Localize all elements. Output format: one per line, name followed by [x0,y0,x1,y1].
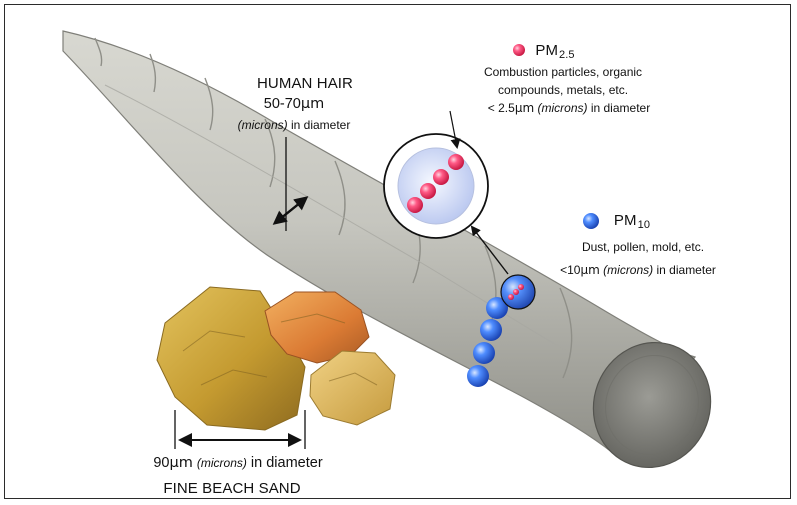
diagram-arrows [174,110,509,449]
pm25-size-line: < 2.5µm (microns) in diameter [488,102,650,114]
sand-size-value: 90 [153,455,170,471]
human-hair-title: HUMAN HAIR [256,75,354,92]
pm25-zoom-circle [383,133,489,239]
pm10-unit: µm [580,263,600,277]
sand-note-rest: in diameter [250,455,323,471]
pm25-magnify-source [500,274,536,310]
sand-title: FINE BEACH SAND [163,480,301,497]
pm25-line2: compounds, metals, etc. [497,83,629,97]
pm10-size-prefix: <10 [560,263,581,277]
pm25-legend-ball [513,44,525,56]
pm10-title-main: PM [613,212,637,229]
human-hair-size-value: 50-70 [263,96,301,112]
pm25-title-main: PM [535,42,559,59]
human-hair-strand [62,30,712,469]
pm25-note-italic: (microns) [537,101,588,115]
pm25-size-prefix: < 2.5 [487,101,515,115]
human-hair-note-rest: in diameter [290,118,351,132]
human-hair-note-italic: (microns) [237,118,288,132]
pm10-note-rest: in diameter [656,263,716,277]
pm25-unit: µm [514,101,535,115]
pm10-size-line: <10µm (microns) in diameter [560,264,716,276]
pm10-legend-ball [583,213,599,229]
pm10-title: PM10 [614,213,650,231]
pm10-line1: Dust, pollen, mold, etc. [581,240,705,254]
pm25-note-rest: in diameter [590,101,651,115]
illustration-canvas [62,30,712,469]
sand-note-italic: (microns) [196,456,247,470]
pm25-title-subscript: 2.5 [559,49,575,61]
pm25-line1: Combustion particles, organic [483,65,643,79]
pm10-note-italic: (microns) [603,263,654,277]
pm25-title: PM2.5 [535,43,574,61]
sand-unit: µm [169,455,193,471]
pm10-particle-chain [467,297,508,387]
figure-frame: HUMAN HAIR 50-70µm (microns) in diameter… [4,4,791,499]
sand-size-line: 90µm (microns) in diameter [153,456,322,471]
fine-beach-sand-grains [156,286,396,431]
human-hair-note: (microns) in diameter [238,119,351,131]
pm10-title-subscript: 10 [637,219,651,231]
human-hair-unit: µm [300,96,325,112]
human-hair-size: 50-70µm [264,97,324,112]
